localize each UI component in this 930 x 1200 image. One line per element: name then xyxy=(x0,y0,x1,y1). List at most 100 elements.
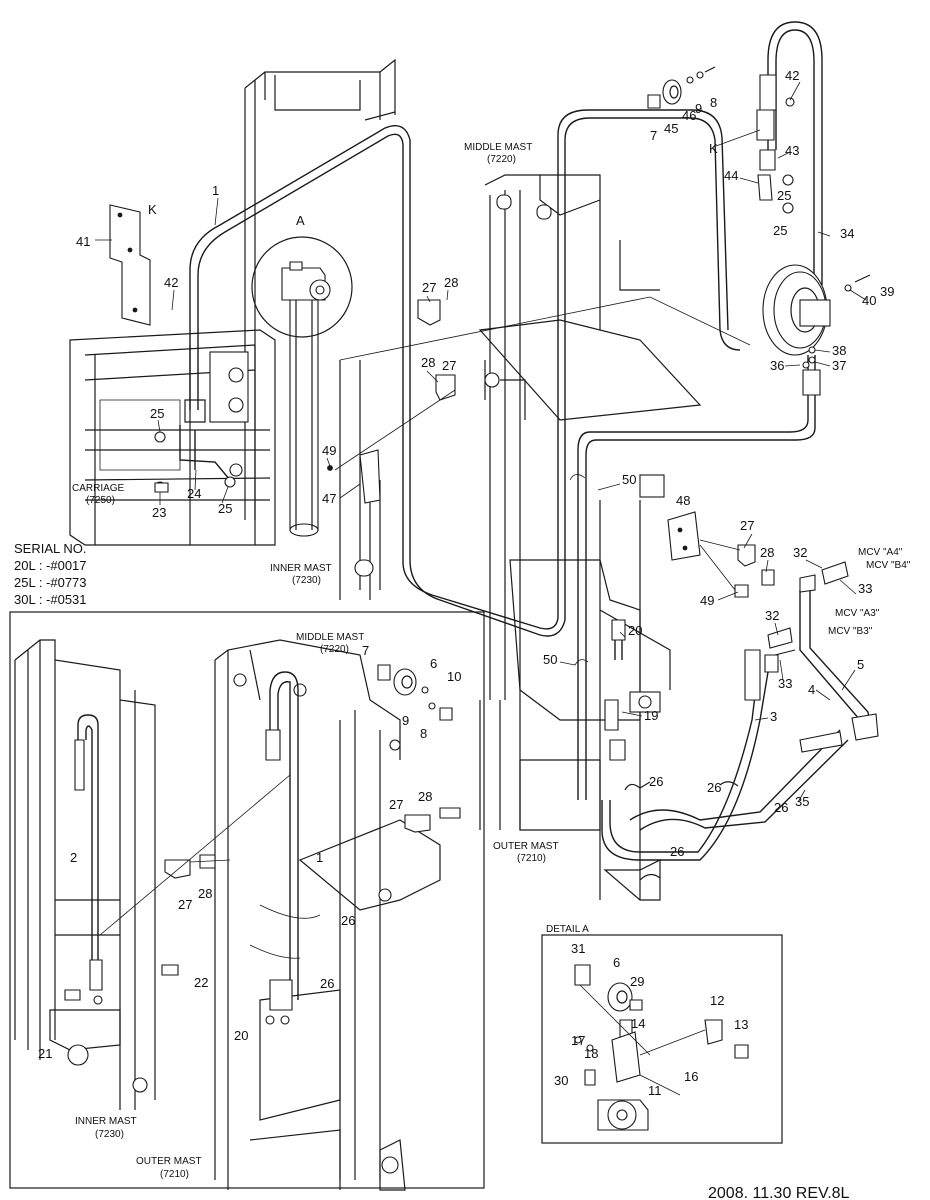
callout: 29 xyxy=(630,974,644,989)
callout: 48 xyxy=(676,493,690,508)
callout: 12 xyxy=(710,993,724,1008)
callout: 16 xyxy=(684,1069,698,1084)
callout: 35 xyxy=(795,794,809,809)
callout: 17 xyxy=(571,1033,585,1048)
callout: 5 xyxy=(857,657,864,672)
callout: 9 xyxy=(402,713,409,728)
leader-lines xyxy=(95,81,867,803)
callout: 30 xyxy=(554,1073,568,1088)
callout: 40 xyxy=(862,293,876,308)
serial-line-1: 20L : -#0017 xyxy=(14,558,87,573)
label-mcv-a3: MCV "A3" xyxy=(835,608,880,619)
inset-hoses xyxy=(99,664,461,1025)
label-detail-circle: A xyxy=(296,213,305,228)
callout: 50 xyxy=(543,652,557,667)
callout: 8 xyxy=(710,95,717,110)
callout: 36 xyxy=(770,358,784,373)
callout: 25 xyxy=(150,406,164,421)
callout: 37 xyxy=(832,358,846,373)
label-k-left: K xyxy=(148,202,157,217)
callout: 2 xyxy=(70,850,77,865)
callout: 26 xyxy=(320,976,334,991)
callout-numbers: 1 41 42 25 24 23 25 27 28 28 27 49 47 7 … xyxy=(38,68,894,1098)
callout: 24 xyxy=(187,486,201,501)
hose-clamps-center xyxy=(667,511,775,598)
callout: 1 xyxy=(212,183,219,198)
callout: 13 xyxy=(734,1017,748,1032)
hose-clamps-upper xyxy=(327,296,751,504)
hose-1-loop xyxy=(184,109,741,637)
callout: 46 xyxy=(682,108,696,123)
inset-outer-mast xyxy=(214,639,441,1191)
label-outer-mast-inset: OUTER MAST xyxy=(136,1156,202,1167)
label-carriage: CARRIAGE xyxy=(72,483,125,494)
callout: 27 xyxy=(422,280,436,295)
label-middle-mast-top-code: (7220) xyxy=(487,154,516,165)
label-middle-mast-inset-code: (7220) xyxy=(320,644,349,655)
callout: 26 xyxy=(649,774,663,789)
callout: 49 xyxy=(700,593,714,608)
callout: 20 xyxy=(234,1028,248,1043)
callout: 33 xyxy=(778,676,792,691)
callout: 6 xyxy=(430,656,437,671)
callout: 42 xyxy=(785,68,799,83)
sheave-and-hose-34 xyxy=(577,21,831,800)
label-inner-mast-top-code: (7230) xyxy=(292,575,321,586)
carriage-assembly xyxy=(69,204,276,546)
label-middle-mast-inset: MIDDLE MAST xyxy=(296,632,364,643)
serial-title: SERIAL NO. xyxy=(14,541,86,556)
callout: 25 xyxy=(773,223,787,238)
callout: 43 xyxy=(785,143,799,158)
label-outer-mast-inset-code: (7210) xyxy=(160,1169,189,1180)
callout: 6 xyxy=(613,955,620,970)
callout: 25 xyxy=(218,501,232,516)
lift-cylinder xyxy=(283,279,325,537)
callout: 10 xyxy=(447,669,461,684)
label-outer-mast-top: OUTER MAST xyxy=(493,841,559,852)
callout: 23 xyxy=(152,505,166,520)
callout: 19 xyxy=(644,708,658,723)
callout: 31 xyxy=(571,941,585,956)
fittings-top-k xyxy=(647,66,871,369)
callout: 49 xyxy=(322,443,336,458)
label-mcv-b3: MCV "B3" xyxy=(828,626,873,637)
callout: 11 xyxy=(648,1083,662,1098)
callout: 28 xyxy=(760,545,774,560)
callout: 50 xyxy=(622,472,636,487)
inner-mast-assembly xyxy=(244,58,396,600)
callout: 34 xyxy=(840,226,854,241)
detail-a-frame xyxy=(541,934,783,1144)
inset-inner-mast xyxy=(14,639,156,1110)
callout: 20 xyxy=(628,623,642,638)
label-detail-a: DETAIL A xyxy=(546,924,589,935)
callout: 32 xyxy=(793,545,807,560)
callout: 28 xyxy=(444,275,458,290)
callout: 1 xyxy=(316,850,323,865)
detail-a-circle xyxy=(251,236,353,338)
callout: 27 xyxy=(178,897,192,912)
callout: 22 xyxy=(194,975,208,990)
label-inner-mast-inset: INNER MAST xyxy=(75,1116,137,1127)
callout: 28 xyxy=(421,355,435,370)
detail-a-parts xyxy=(574,964,749,1131)
label-k-top: K xyxy=(709,141,718,156)
label-inner-mast-inset-code: (7230) xyxy=(95,1129,124,1140)
callout: 7 xyxy=(362,643,369,658)
hoses-3-4-5-35 xyxy=(601,561,879,861)
callout: 45 xyxy=(664,121,678,136)
callout: 3 xyxy=(770,709,777,724)
callout: 21 xyxy=(38,1046,52,1061)
text-labels: MIDDLE MAST (7220) CARRIAGE (7250) INNER… xyxy=(14,141,911,1200)
serial-line-2: 25L : -#0773 xyxy=(14,575,87,590)
callout: 7 xyxy=(650,128,657,143)
callout: 26 xyxy=(707,780,721,795)
callout: 44 xyxy=(724,168,738,183)
label-middle-mast-top: MIDDLE MAST xyxy=(464,142,532,153)
serial-line-3: 30L : -#0531 xyxy=(14,592,87,607)
callout: 25 xyxy=(777,188,791,203)
clips-26-20-19 xyxy=(569,474,739,881)
callout: 26 xyxy=(341,913,355,928)
callout: 8 xyxy=(420,726,427,741)
callout: 42 xyxy=(164,275,178,290)
label-mcv-a4: MCV "A4" xyxy=(858,547,903,558)
